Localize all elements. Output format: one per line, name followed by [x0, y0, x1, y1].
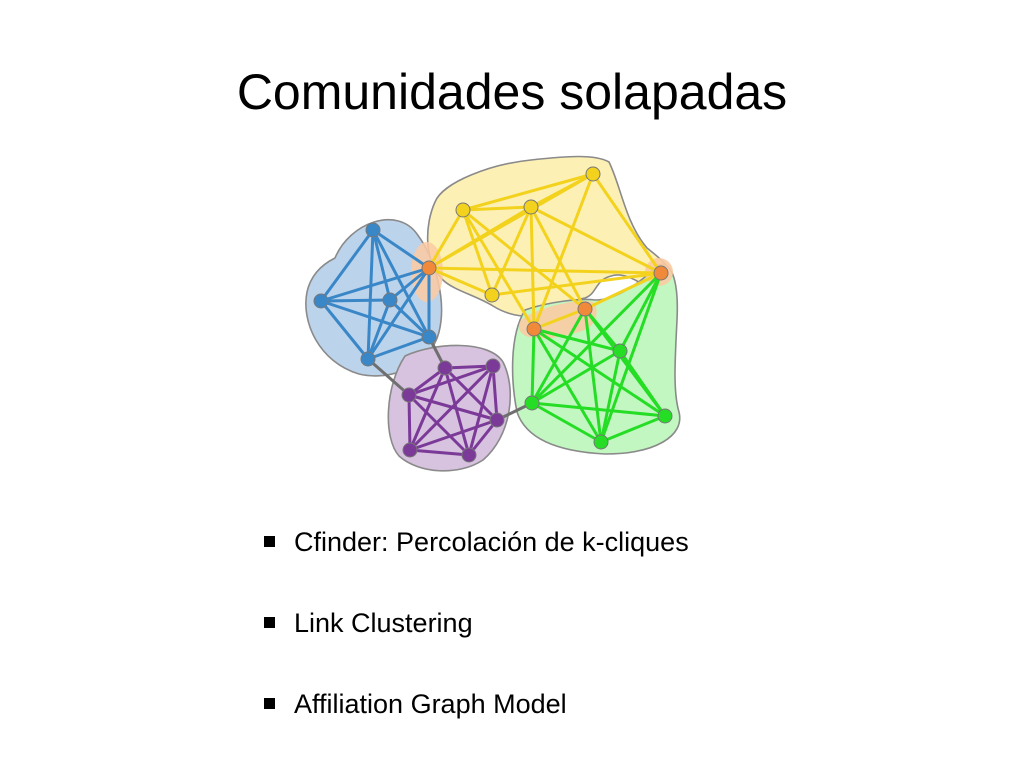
blue-edge — [366, 298, 392, 361]
green-edge — [532, 327, 622, 353]
graph-nodes — [313, 166, 673, 463]
yellow-node — [455, 202, 471, 218]
square-bullet-icon — [264, 536, 275, 547]
bullet-list: Cfinder: Percolación de k-cliques Link C… — [262, 522, 689, 765]
purple-node — [401, 387, 417, 403]
yellow-edge — [583, 271, 663, 311]
yellow-edge — [529, 172, 595, 209]
green-edge — [530, 307, 587, 405]
blue-node — [382, 292, 398, 308]
purple-node — [485, 358, 501, 374]
yellow-edge — [490, 205, 533, 297]
orange-overlap-node — [421, 260, 437, 276]
bullet-text: Link Clustering — [294, 608, 473, 638]
yellow-edge — [529, 205, 587, 311]
yellow-edge — [427, 208, 465, 270]
purple-edge — [443, 364, 495, 370]
blue-edge — [319, 299, 370, 361]
orange-overlap-node — [653, 265, 669, 281]
green-edge — [599, 271, 663, 444]
yellow-edge — [532, 307, 587, 331]
bullet-item-cfinder: Cfinder: Percolación de k-cliques — [262, 522, 689, 562]
green-edge — [618, 271, 663, 353]
yellow-edge — [529, 205, 663, 275]
bullet-item-link-clustering: Link Clustering — [262, 603, 689, 643]
purple-edge — [408, 448, 471, 457]
purple-node — [461, 447, 477, 463]
square-bullet-icon — [264, 698, 275, 709]
blue-edge — [366, 266, 431, 361]
overlapping-communities-diagram — [305, 155, 681, 472]
green-node — [524, 395, 540, 411]
purple-node — [489, 412, 505, 428]
blue-node — [313, 293, 329, 309]
green-node — [612, 343, 628, 359]
blue-node — [365, 222, 381, 238]
purple-edge — [407, 364, 495, 397]
purple-node — [437, 360, 453, 376]
yellow-edge — [529, 205, 536, 331]
green-edge — [530, 349, 622, 405]
blue-edge — [388, 298, 431, 339]
square-bullet-icon — [264, 617, 275, 628]
yellow-edge — [461, 205, 533, 212]
slide-title: Comunidades solapadas — [236, 64, 788, 120]
purple-edge — [407, 393, 412, 452]
yellow-edge — [490, 271, 663, 297]
green-edge — [618, 349, 667, 418]
green-edge — [599, 349, 622, 444]
purple-edge — [408, 418, 499, 452]
green-node — [593, 434, 609, 450]
blue-edge — [319, 228, 375, 303]
purple-edge — [408, 366, 447, 452]
purple-edge — [443, 366, 499, 422]
purple-edge — [491, 364, 499, 422]
bullet-item-affiliation-graph-model: Affiliation Graph Model — [262, 684, 689, 724]
green-edge — [532, 327, 603, 444]
green-edge — [530, 271, 663, 405]
purple-node — [402, 442, 418, 458]
purple-edge — [407, 393, 471, 457]
bridge-edge — [366, 357, 411, 397]
purple-edge — [467, 364, 495, 457]
blue-edge — [388, 266, 431, 302]
purple-edge — [407, 393, 499, 422]
yellow-edge — [461, 208, 536, 331]
green-edge — [530, 401, 603, 444]
yellow-edge — [532, 172, 595, 331]
blue-node — [421, 329, 437, 345]
graph-edges — [319, 172, 667, 457]
yellow-edge — [461, 172, 595, 212]
blue-edge — [371, 228, 392, 302]
blue-node — [360, 351, 376, 367]
yellow-node — [484, 287, 500, 303]
bullet-text: Cfinder: Percolación de k-cliques — [294, 527, 689, 557]
green-node — [657, 408, 673, 424]
blue-edge — [371, 228, 431, 339]
yellow-edge — [461, 208, 587, 311]
green-edge — [532, 327, 667, 418]
green-edge — [599, 414, 667, 444]
orange-overlap-node — [526, 321, 542, 337]
blue-edge — [319, 266, 431, 303]
yellow-node — [585, 166, 601, 182]
yellow-edge — [591, 172, 663, 275]
blue-edge — [319, 299, 431, 339]
green-edge — [530, 327, 536, 405]
blue-edge — [371, 228, 431, 270]
blue-edge — [366, 335, 431, 361]
blue-edge — [319, 298, 392, 303]
green-edge — [583, 307, 603, 444]
yellow-edge — [427, 266, 663, 275]
green-edge — [530, 401, 667, 418]
orange-overlap-node — [577, 301, 593, 317]
bullet-text: Affiliation Graph Model — [294, 689, 567, 719]
blue-edge — [366, 228, 375, 361]
yellow-edge — [427, 266, 494, 297]
yellow-node — [523, 199, 539, 215]
yellow-edge — [461, 208, 494, 297]
